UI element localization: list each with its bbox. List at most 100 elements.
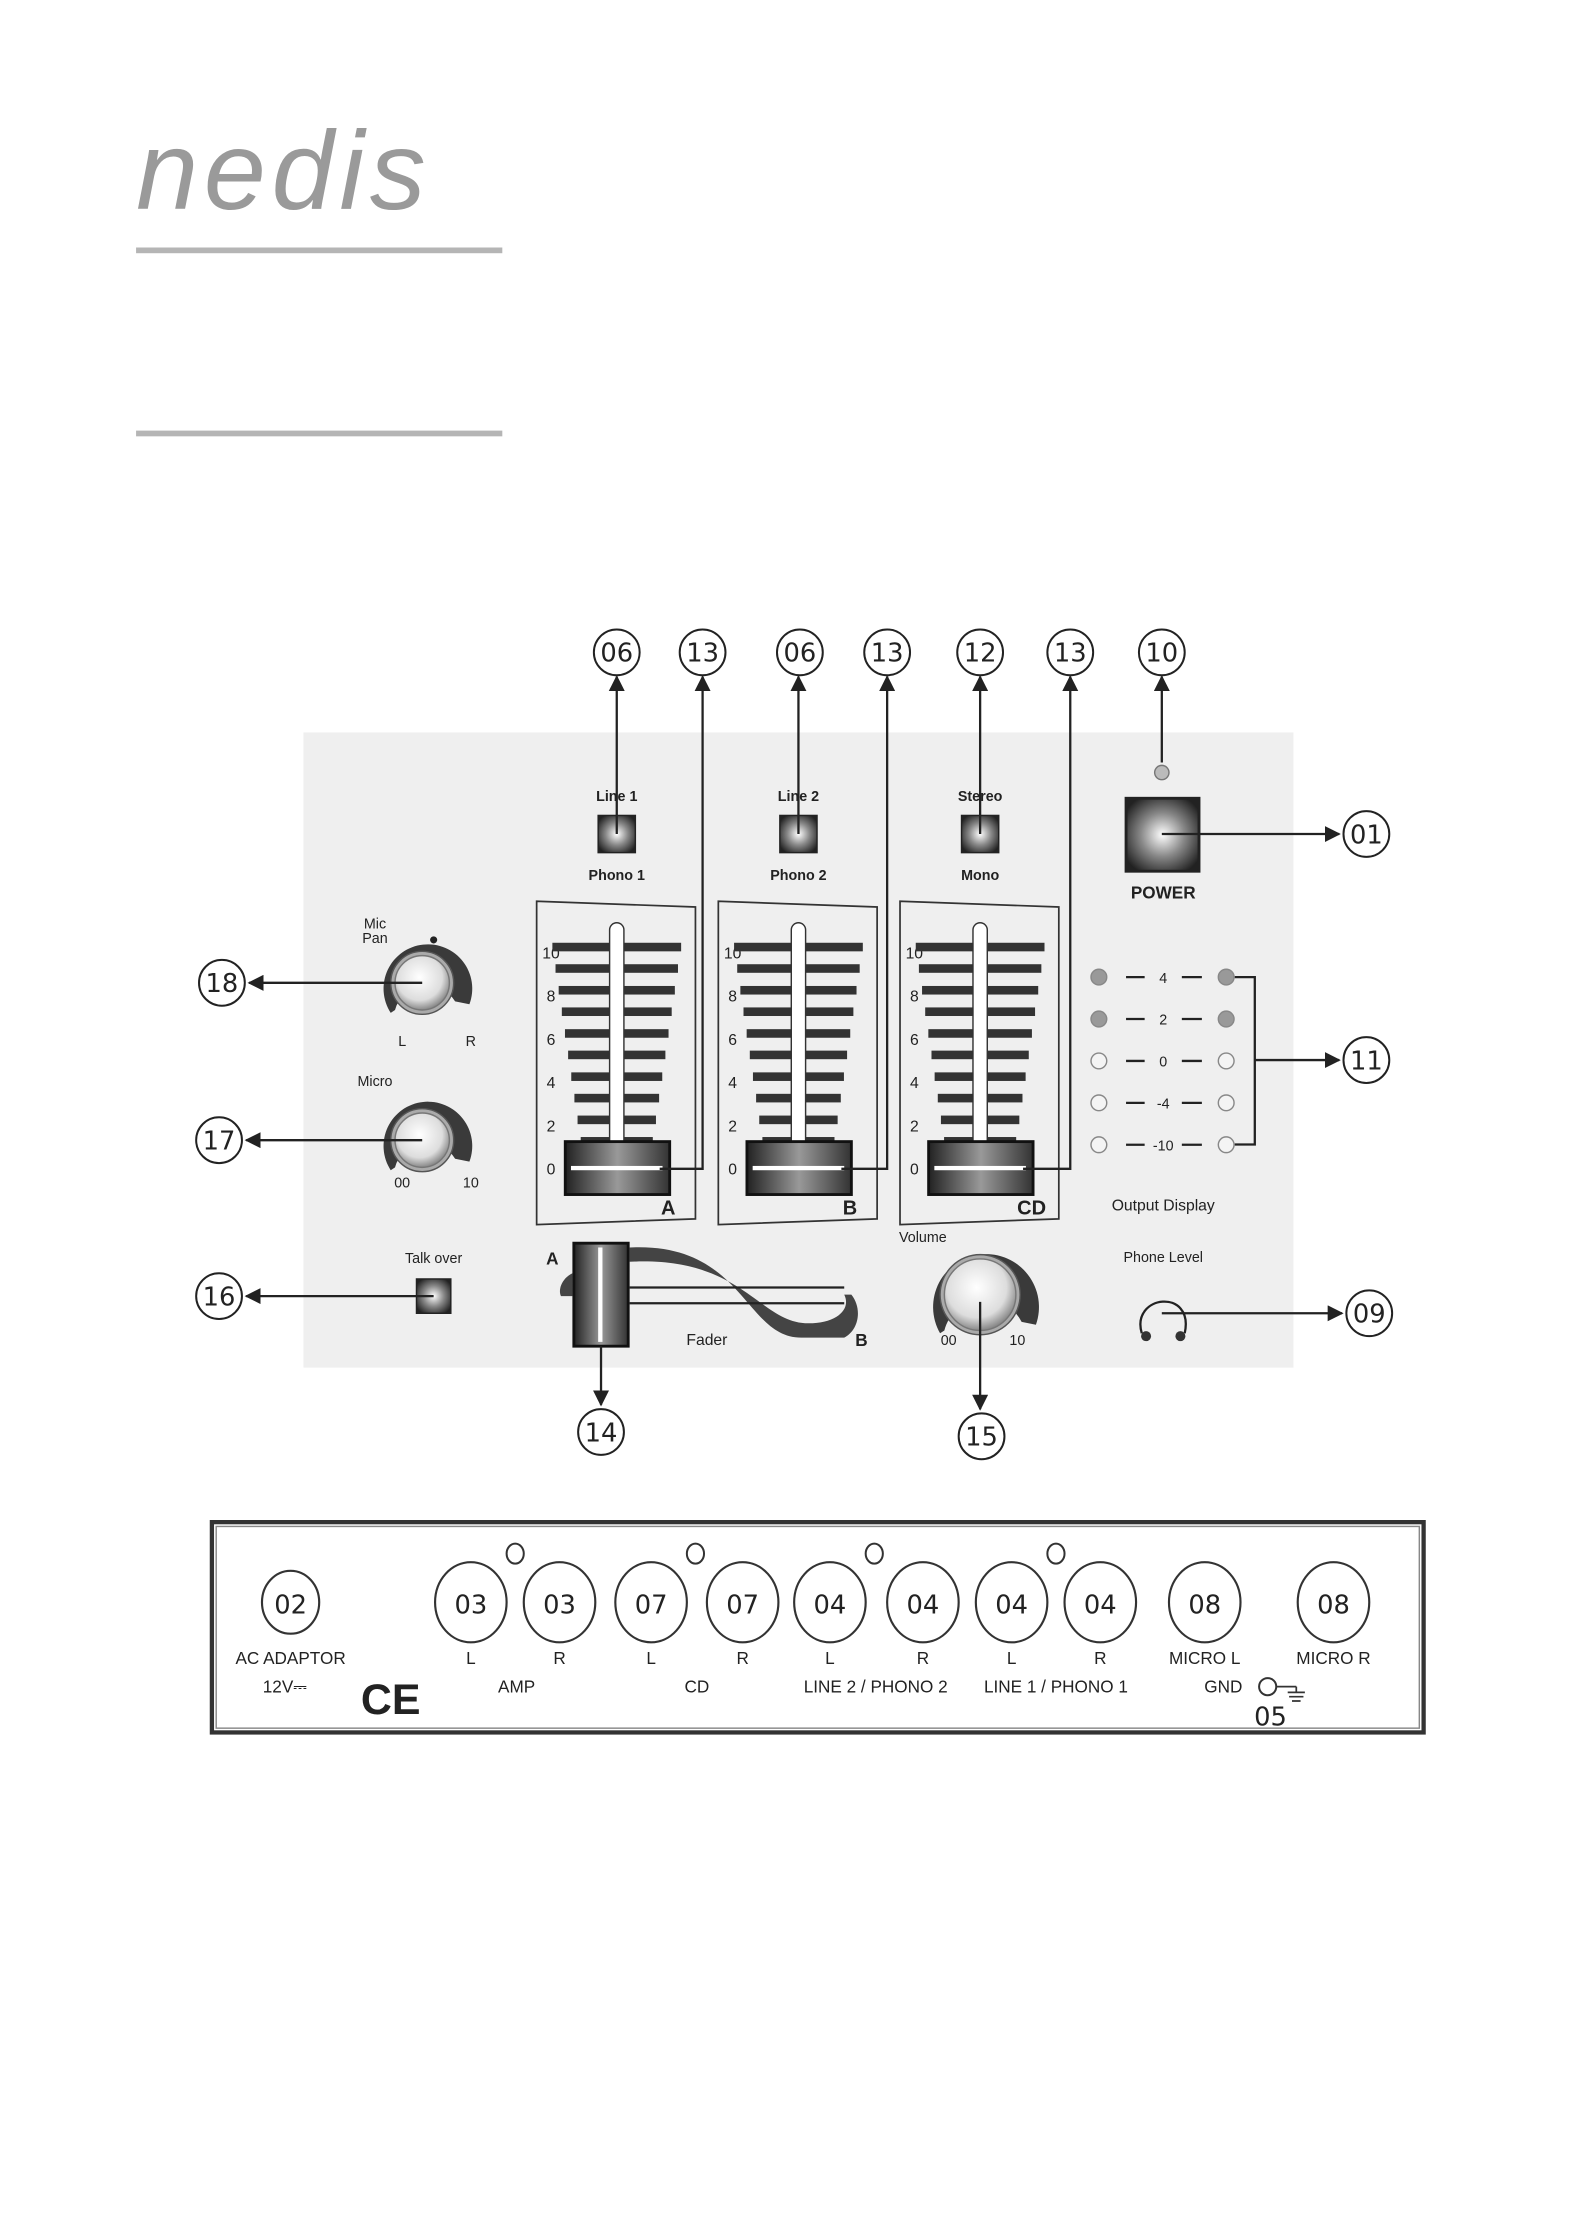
- fader-scale-tick: 0: [547, 1162, 556, 1179]
- rear-jack: 07R: [705, 1561, 780, 1668]
- jack-number: 04: [1084, 1591, 1117, 1621]
- volume-knob[interactable]: [933, 1253, 1039, 1336]
- jack-label: L: [646, 1648, 656, 1668]
- phone-level-label: Phone Level: [1123, 1250, 1203, 1266]
- fader-scale-tick: 2: [910, 1118, 919, 1135]
- level-led: [1090, 1010, 1108, 1028]
- scale-bar: [752, 1072, 792, 1081]
- callout-number: 12: [964, 639, 997, 669]
- fader-scale-tick: 6: [728, 1032, 737, 1049]
- level-label: -10: [1153, 1138, 1174, 1154]
- callout-top: 10: [1137, 628, 1186, 677]
- rear-jack: 03L: [434, 1561, 508, 1668]
- fader-scale-tick: 0: [728, 1162, 737, 1179]
- callout-number: 18: [206, 969, 239, 999]
- jack-circle: [1167, 1561, 1242, 1644]
- scale-bar: [918, 964, 973, 973]
- jack-number: 07: [635, 1591, 668, 1621]
- callout-number: 13: [871, 639, 904, 669]
- volume-max: 10: [1009, 1333, 1025, 1349]
- screw-hole: [1046, 1542, 1066, 1565]
- scale-bar: [805, 1007, 854, 1017]
- callout-top: 13: [1046, 628, 1095, 677]
- callout-micro: 17: [195, 1116, 243, 1165]
- svg-text:nedis: nedis: [136, 108, 431, 233]
- jack-label: MICRO L: [1169, 1648, 1241, 1668]
- rear-jack: 03R: [522, 1561, 597, 1668]
- callout-circle: [577, 1408, 625, 1456]
- scale-bar: [756, 1093, 792, 1103]
- fader-scale-tick: 4: [547, 1075, 556, 1092]
- rear-jack: 04R: [886, 1561, 960, 1668]
- scale-bar: [558, 985, 610, 995]
- fader-scale-tick: 8: [910, 989, 919, 1006]
- micro-label: Micro: [358, 1074, 393, 1090]
- jack-label: MICRO R: [1296, 1648, 1370, 1668]
- scale-bar: [987, 1093, 1023, 1103]
- screw-hole: [505, 1542, 525, 1565]
- callout-number: 11: [1350, 1046, 1383, 1076]
- jack-number: 08: [1188, 1591, 1221, 1621]
- callout-number: 13: [1054, 639, 1087, 669]
- scale-bar: [805, 985, 857, 995]
- crossfader-curve: [629, 1247, 858, 1338]
- scale-bar: [805, 1093, 841, 1103]
- fader-track: [608, 922, 625, 1153]
- level-led: [1217, 968, 1235, 986]
- jack-label: L: [825, 1648, 835, 1668]
- scale-bar: [734, 942, 792, 952]
- level-label: -4: [1157, 1097, 1170, 1113]
- scale-bar: [987, 1072, 1026, 1081]
- scale-bar: [746, 1029, 792, 1038]
- jack-circle: [522, 1561, 597, 1644]
- scale-bar: [623, 1072, 663, 1081]
- crossfader-curve: [559, 1273, 573, 1297]
- group-label: CD: [684, 1676, 709, 1696]
- fader-scale-tick: 4: [910, 1075, 919, 1092]
- fader-track: [790, 922, 807, 1153]
- volume-label: Volume: [899, 1230, 947, 1246]
- scale-bar: [805, 964, 860, 973]
- callout-output: 11: [1342, 1036, 1391, 1084]
- fader-scale-tick: 8: [728, 989, 737, 1006]
- fader-scale-tick: 8: [547, 989, 556, 1006]
- fader-knob-line: [570, 1165, 663, 1171]
- talk-over-label: Talk over: [405, 1251, 462, 1267]
- micro-knob[interactable]: [383, 1101, 473, 1173]
- fader-scale-tick: 2: [547, 1118, 556, 1135]
- ce-mark: CE: [361, 1676, 421, 1724]
- scale-bar: [925, 1007, 973, 1017]
- scale-bar: [623, 1115, 656, 1125]
- output-display-label: Output Display: [1112, 1197, 1215, 1214]
- scale-bar: [571, 1072, 610, 1081]
- power-label: POWER: [1131, 882, 1196, 902]
- headphones-icon: [1175, 1331, 1186, 1342]
- rear-jack: 04L: [793, 1561, 867, 1668]
- scale-bar: [987, 1050, 1029, 1060]
- callout-number: 10: [1145, 639, 1178, 669]
- callout-volume: 15: [957, 1412, 1006, 1461]
- level-led: [1090, 1136, 1108, 1154]
- jack-number: 07: [726, 1591, 759, 1621]
- pan-right-label: R: [466, 1034, 476, 1050]
- crossfader-b-label: B: [855, 1330, 867, 1350]
- jack-circle: [886, 1561, 960, 1644]
- scale-bar: [987, 942, 1045, 952]
- callout-top: 06: [775, 628, 824, 677]
- callout-power: 01: [1342, 810, 1391, 858]
- jack-label: R: [1094, 1648, 1106, 1668]
- jack-circle: [434, 1561, 508, 1644]
- scale-bar: [577, 1115, 610, 1125]
- scale-bar: [931, 1050, 973, 1060]
- callout-circle: [195, 1116, 243, 1165]
- leader-line: [841, 675, 896, 1170]
- scale-bar: [561, 1007, 610, 1017]
- leader-line: [1023, 675, 1079, 1170]
- screw-hole: [864, 1542, 884, 1565]
- callout-circle: [957, 1412, 1006, 1461]
